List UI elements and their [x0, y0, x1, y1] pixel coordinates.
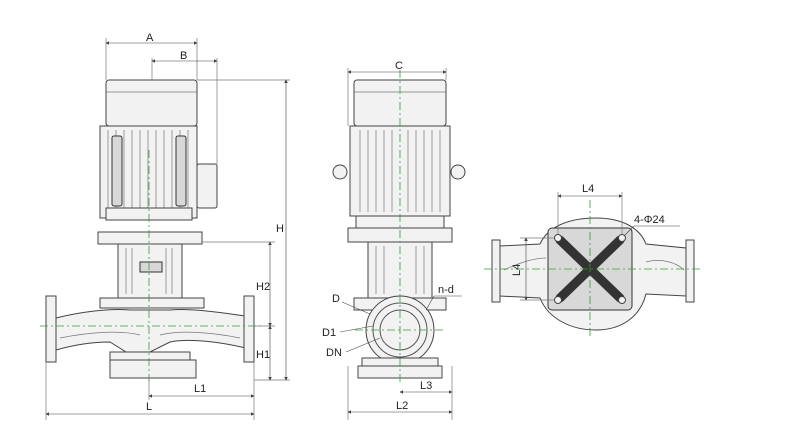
bolt-hole [554, 234, 562, 242]
inlet-flange [45, 295, 57, 363]
dim-h1-label: H1 [256, 349, 270, 361]
dim-b-label: B [180, 50, 187, 62]
top-outlet-flange [685, 239, 695, 303]
dim-h-label: H [276, 223, 284, 235]
outlet-flange [243, 295, 255, 363]
dim-l2-label: L2 [396, 400, 408, 412]
front-view: C D D1 DN n-d L3 L2 [322, 60, 466, 420]
lifting-eye-left [332, 164, 348, 180]
lifting-eye-right [450, 164, 466, 180]
pump-casing [55, 308, 247, 353]
bolt-holes-label: 4-Φ24 [634, 214, 665, 226]
label-d1: D1 [322, 327, 336, 339]
terminal-box [196, 163, 218, 209]
top-view: L4 L4 4-Φ24 [484, 183, 700, 336]
dim-l4-vertical: L4 [511, 264, 523, 276]
label-dn: DN [326, 347, 342, 359]
dim-l3-label: L3 [420, 380, 432, 392]
bolt-hole [554, 296, 562, 304]
dim-l1-label: L1 [194, 383, 206, 395]
label-d: D [332, 293, 340, 305]
pump-base [109, 359, 197, 379]
label-n-d: n-d [438, 284, 454, 296]
side-view: A B H H2 H1 L1 L [40, 32, 290, 420]
bolt-hole [618, 296, 626, 304]
dim-h2-label: H2 [256, 281, 270, 293]
top-inlet-flange [491, 239, 501, 303]
motor-bracket [97, 231, 203, 245]
dim-l4-horizontal: L4 [582, 183, 594, 195]
dim-l-label: L [146, 401, 152, 413]
dim-a-label: A [146, 32, 154, 44]
motor-top-cover [105, 79, 198, 127]
dim-c-label: C [395, 60, 403, 72]
bolt-hole [618, 234, 626, 242]
